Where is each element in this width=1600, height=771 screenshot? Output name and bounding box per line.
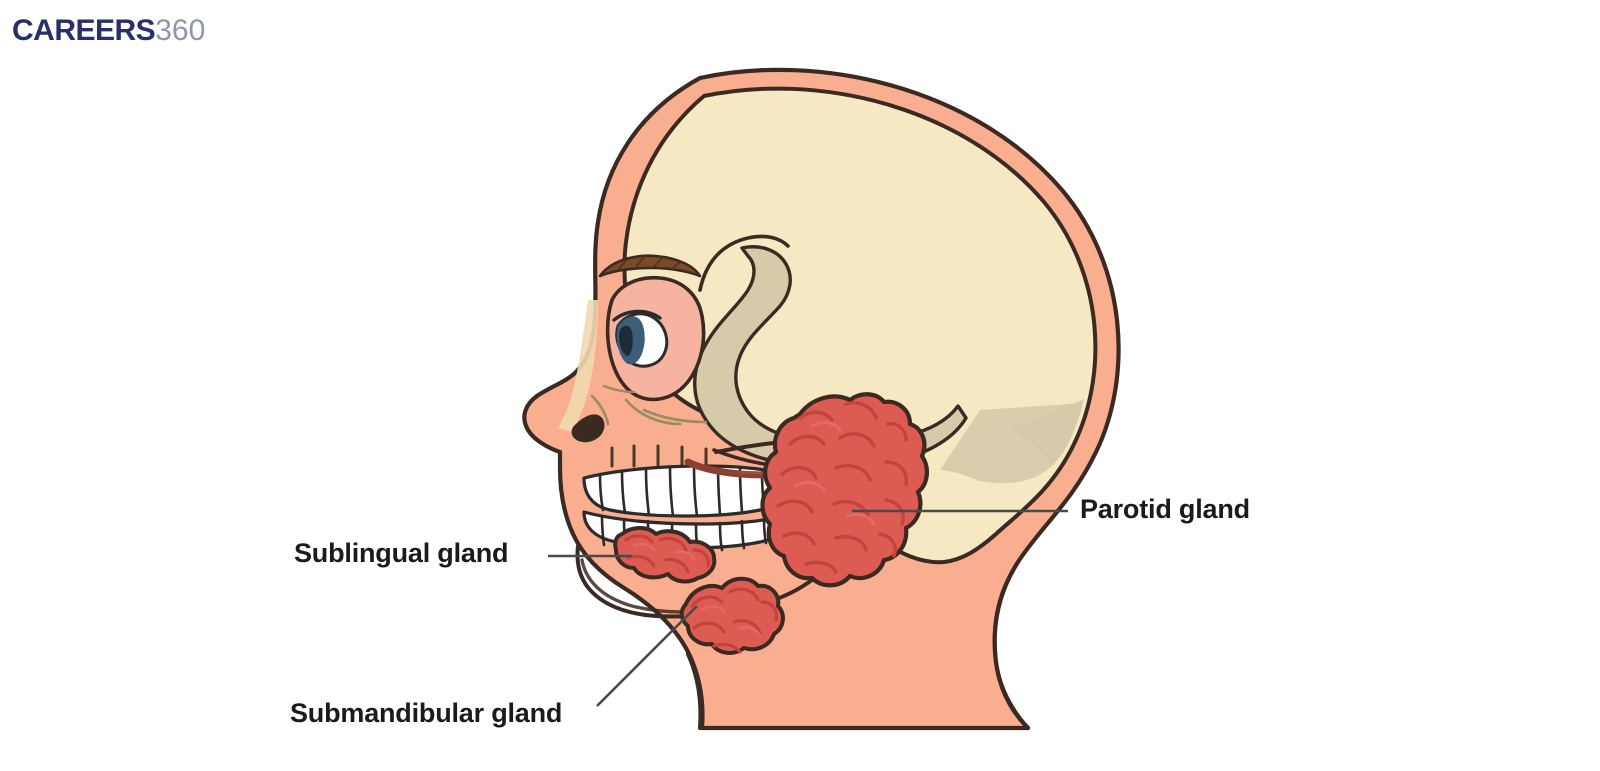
superior-temporal-line — [698, 234, 790, 292]
neck — [686, 560, 1030, 730]
nose — [558, 300, 636, 443]
label-parotid-gland: Parotid gland — [1080, 494, 1250, 524]
neck-back-contour — [992, 560, 1030, 730]
parotid-highlights — [794, 421, 876, 526]
eyebrow-hair-1 — [617, 259, 627, 271]
parotid-lobules — [776, 401, 908, 574]
nasal-crease — [602, 384, 636, 394]
eyebrow-hair-2 — [635, 256, 645, 268]
sublingual-highlights — [632, 542, 696, 562]
infraorbital-crease — [624, 398, 682, 426]
maxilla — [610, 408, 708, 469]
zygomatic-body-crease — [642, 408, 708, 424]
logo-text-careers: CAREERS — [12, 14, 156, 47]
orbit-and-eye — [598, 254, 706, 426]
neck-front-contour — [686, 652, 703, 730]
parotid-gland — [760, 392, 929, 588]
sublingual-gland — [613, 526, 717, 584]
label-sublingual-gland: Sublingual gland — [294, 538, 509, 568]
upper-eyelid-line — [612, 309, 662, 322]
sublingual-lobules — [624, 534, 710, 574]
leader-line-submandibular — [596, 605, 698, 707]
leader-lines — [548, 509, 1068, 707]
label-submandibular-gland: Submandibular gland — [290, 698, 563, 728]
nasal-bridge-shading — [558, 300, 598, 432]
pupil — [619, 325, 633, 356]
sublingual-gland-body — [613, 526, 717, 584]
logo-text-360: 360 — [155, 14, 206, 47]
submandibular-highlights — [700, 605, 762, 638]
nasal-spine-line — [590, 394, 610, 426]
eyebrow-hair-3 — [653, 257, 663, 268]
nasal-aperture — [571, 414, 605, 443]
eyebrow-hair-4 — [671, 261, 681, 270]
submandibular-gland — [679, 576, 785, 655]
submandibular-lobules — [690, 587, 778, 654]
